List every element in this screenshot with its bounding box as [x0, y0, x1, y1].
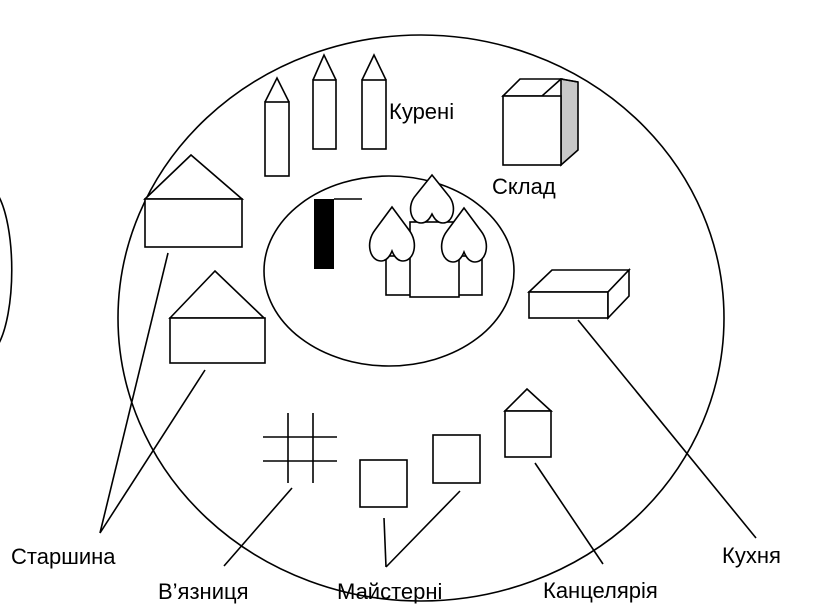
- church-icon: [368, 173, 488, 298]
- label-vyaznytsia: В’язниця: [158, 579, 249, 604]
- central-square-circle: [263, 175, 515, 367]
- elders-house-top-icon: [143, 153, 245, 248]
- flag-pole-icon: [314, 198, 362, 269]
- warehouse-cube-icon: [501, 78, 579, 167]
- label-kureni: Курені: [389, 99, 454, 124]
- fortress-wall-circle: [117, 34, 725, 602]
- workshop-square-icon: [432, 434, 481, 484]
- label-kantseliariia: Канцелярія: [543, 578, 658, 603]
- prison-grid-icon: [263, 413, 337, 483]
- label-sklad: Склад: [492, 174, 556, 199]
- label-kukhnia: Кухня: [722, 543, 781, 568]
- kitchen-box-icon: [527, 268, 631, 320]
- leader-lines: [99, 252, 757, 568]
- workshop-square-icon: [359, 459, 408, 508]
- outer-circle-arc: [0, 197, 13, 343]
- chancellery-house-icon: [503, 387, 554, 458]
- elders-house-bottom-icon: [168, 269, 266, 364]
- label-maisterni: Майстерні: [337, 579, 442, 604]
- label-starshyna: Старшина: [11, 544, 116, 569]
- barracks-towers-icon: [264, 53, 387, 177]
